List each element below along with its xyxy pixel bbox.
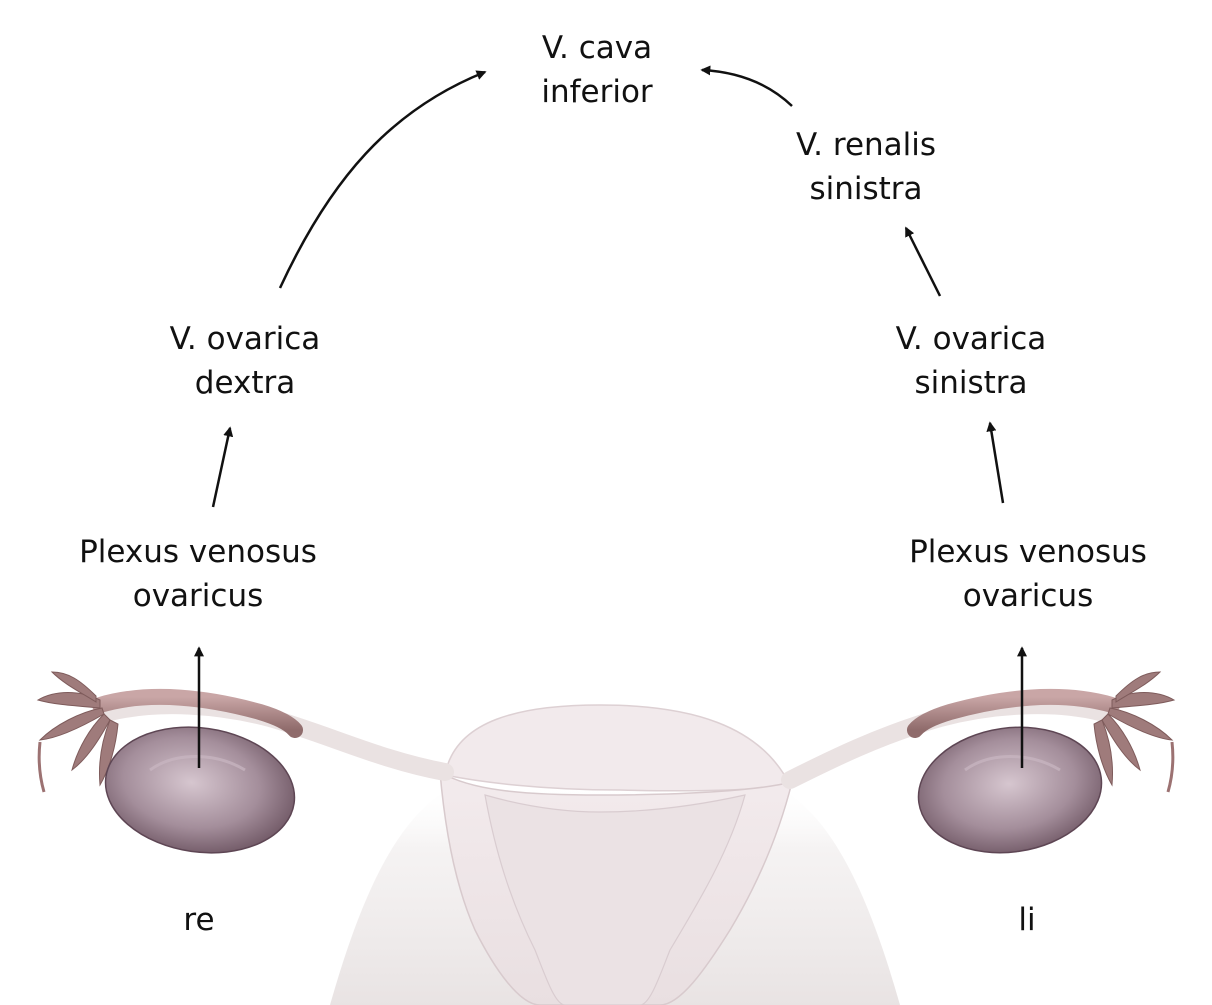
ovary-left (917, 726, 1103, 854)
label-line: sinistra (914, 365, 1028, 401)
label-line: ovaricus (132, 578, 264, 614)
uterine-cavity (484, 794, 746, 1005)
side-label-right: re (183, 902, 215, 938)
label-line: V. ovarica (169, 321, 321, 357)
fimbriae-right (36, 671, 119, 793)
label-vena-cava-inferior: V. cava inferior (541, 26, 652, 114)
label-plexus-venosus-ovaricus-left: Plexus venosus ovaricus (909, 530, 1147, 618)
arrow-plexus-left-to-ovarian-vein (986, 421, 1005, 504)
label-line: ovaricus (962, 578, 1094, 614)
label-line: Plexus venosus (79, 534, 317, 570)
tube-left-ampulla (907, 688, 1120, 738)
label-line: inferior (541, 74, 653, 110)
tube-right-ampulla (92, 688, 303, 738)
label-line: Plexus venosus (909, 534, 1147, 570)
label-vena-ovarica-sinistra: V. ovarica sinistra (896, 317, 1047, 405)
ovary-right (104, 726, 296, 854)
label-line: V. renalis (795, 127, 937, 163)
arrow-ovarian-left-to-renal-vein (904, 226, 942, 297)
label-line: V. cava (541, 30, 653, 66)
fimbriae-left (1093, 671, 1176, 793)
label-vena-renalis-sinistra: V. renalis sinistra (796, 123, 936, 211)
label-vena-ovarica-dextra: V. ovarica dextra (170, 317, 321, 405)
label-line: dextra (194, 365, 296, 401)
label-line: sinistra (809, 171, 923, 207)
arrow-ovarian-right-to-vena-cava (278, 70, 487, 289)
arrow-plexus-right-to-ovarian-vein (211, 426, 234, 508)
label-line: V. ovarica (895, 321, 1047, 357)
arrow-renal-to-vena-cava (700, 65, 793, 107)
side-label-left: li (1018, 902, 1036, 938)
label-plexus-venosus-ovaricus-right: Plexus venosus ovaricus (79, 530, 317, 618)
